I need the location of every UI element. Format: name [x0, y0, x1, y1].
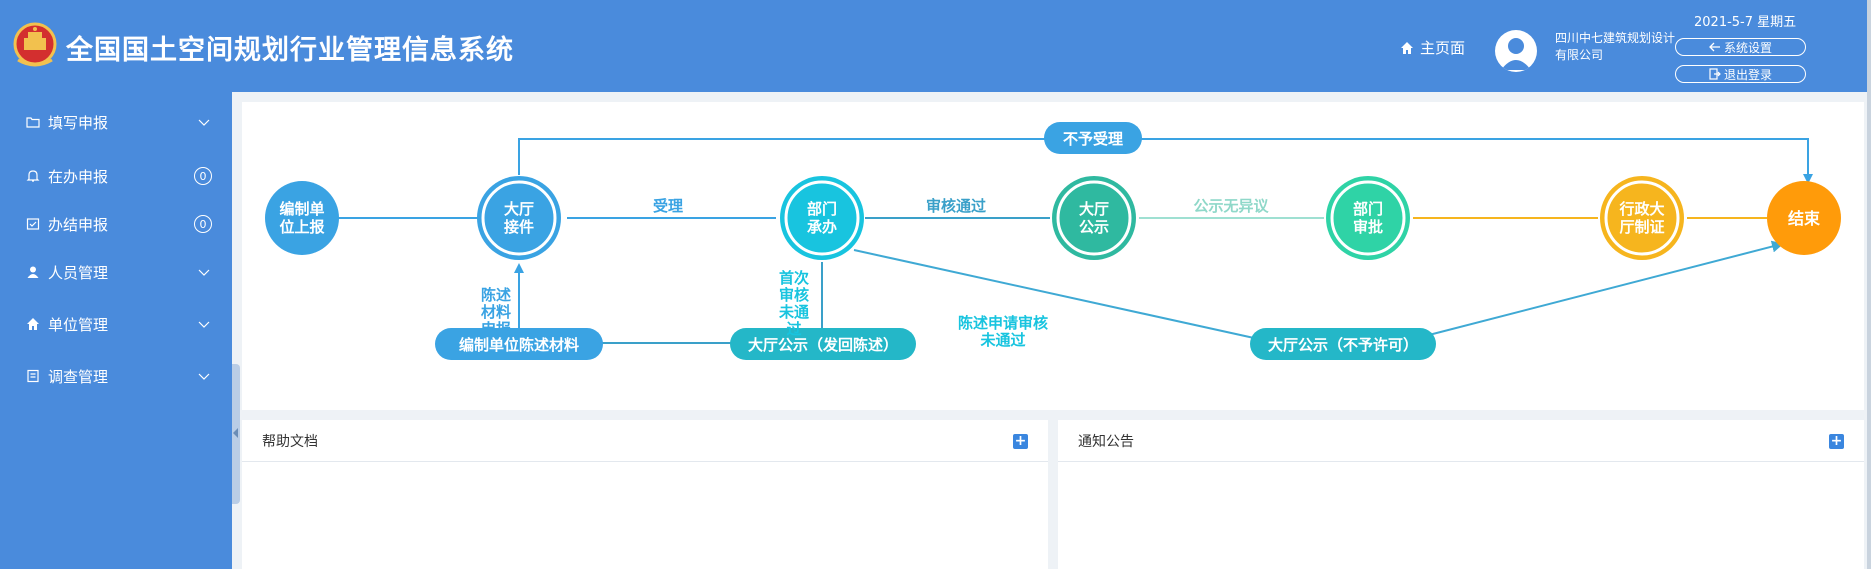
- home-icon: [1401, 41, 1413, 54]
- svg-text:大厅公示（不予许可）: 大厅公示（不予许可）: [1268, 336, 1418, 354]
- logout-icon: [1709, 68, 1721, 80]
- label-first-review-fail: 首次 审核 未通 过: [778, 269, 809, 338]
- svg-text:大厅公示（发回陈述）: 大厅公示（发回陈述）: [748, 336, 898, 354]
- svg-text:厅制证: 厅制证: [1619, 218, 1664, 236]
- node-hall-public[interactable]: 大厅 公示: [1052, 176, 1136, 260]
- node-compile-report[interactable]: 编制单 位上报: [265, 181, 339, 255]
- svg-text:部门: 部门: [807, 200, 837, 218]
- person-icon: [26, 265, 40, 279]
- logout-button[interactable]: 退出登录: [1675, 65, 1806, 83]
- pill-public-deny[interactable]: 大厅公示（不予许可）: [1250, 328, 1436, 360]
- svg-text:部门: 部门: [1353, 200, 1383, 218]
- svg-text:不予受理: 不予受理: [1063, 130, 1123, 148]
- company-name: 四川中七建筑规划设计有限公司: [1555, 31, 1676, 62]
- user-avatar[interactable]: [1495, 30, 1537, 72]
- help-docs-title: 帮助文档: [262, 433, 318, 450]
- home-icon: [26, 317, 40, 331]
- bell-icon: [26, 169, 40, 183]
- pill-public-return[interactable]: 大厅公示（发回陈述）: [730, 328, 916, 360]
- user-avatar-icon: [1501, 38, 1531, 70]
- chevron-down-icon: [198, 321, 210, 328]
- svg-text:过: 过: [786, 320, 801, 338]
- clipboard-icon: [26, 369, 40, 383]
- settings-arrow-icon: [1709, 42, 1720, 52]
- svg-text:大厅: 大厅: [1079, 200, 1109, 218]
- node-dept-handle[interactable]: 部门 承办: [780, 176, 864, 260]
- label-accept: 受理: [653, 197, 683, 215]
- node-hall-receive[interactable]: 大厅 接件: [477, 176, 561, 260]
- sidebar-collapse-handle[interactable]: [232, 364, 240, 504]
- label-no-objection: 公示无异议: [1193, 197, 1269, 215]
- svg-text:行政大: 行政大: [1618, 200, 1664, 218]
- node-dept-approve[interactable]: 部门 审批: [1326, 176, 1410, 260]
- sidebar: 填写申报 在办申报 0 办结申报 0 人员管理 单位管理 调查管理: [0, 92, 232, 569]
- svg-text:大厅: 大厅: [504, 200, 534, 218]
- label-statement-submit: 陈述 材料 申报: [481, 286, 511, 338]
- svg-text:公示: 公示: [1079, 218, 1109, 236]
- svg-text:承办: 承办: [807, 218, 837, 236]
- chevron-down-icon: [198, 269, 210, 276]
- svg-text:陈述: 陈述: [481, 286, 511, 304]
- svg-text:材料: 材料: [481, 303, 511, 321]
- svg-text:未通过: 未通过: [979, 331, 1025, 349]
- svg-text:编制单: 编制单: [279, 200, 324, 218]
- svg-text:接件: 接件: [504, 218, 534, 236]
- help-docs-expand-icon[interactable]: +: [1013, 433, 1028, 449]
- in-progress-count-badge: 0: [194, 167, 212, 185]
- sidebar-item-completed[interactable]: 办结申报 0: [0, 202, 232, 246]
- chevron-down-icon: [198, 119, 210, 126]
- system-title: 全国国土空间规划行业管理信息系统: [66, 35, 514, 66]
- national-emblem-icon: [12, 22, 58, 70]
- pill-compile-material[interactable]: 编制单位陈述材料: [435, 328, 603, 360]
- help-docs-header: 帮助文档 +: [242, 420, 1048, 462]
- help-docs-panel: 帮助文档 +: [242, 420, 1048, 569]
- notice-expand-icon[interactable]: +: [1829, 433, 1844, 449]
- home-link[interactable]: 主页面: [1400, 37, 1465, 58]
- label-statement-review-fail: 陈述申请审核 未通过: [958, 314, 1048, 349]
- node-end[interactable]: 结束: [1767, 181, 1841, 255]
- edge-reject-loop: [518, 138, 1813, 184]
- svg-text:未通: 未通: [778, 303, 809, 321]
- chevron-down-icon: [198, 373, 210, 380]
- process-flow-diagram: 编制单 位上报 大厅 接件 部门 承办 大厅 公示: [265, 122, 1841, 360]
- edge-handle-to-deny: [853, 249, 1255, 339]
- label-review-pass: 审核通过: [926, 197, 986, 215]
- process-flow-panel: 编制单 位上报 大厅 接件 部门 承办 大厅 公示: [242, 102, 1864, 410]
- sidebar-item-fill-report[interactable]: 填写申报: [0, 100, 232, 144]
- svg-text:位上报: 位上报: [279, 218, 324, 236]
- completed-count-badge: 0: [194, 215, 212, 233]
- svg-text:结束: 结束: [1787, 209, 1821, 228]
- svg-text:首次: 首次: [779, 269, 809, 287]
- sidebar-item-organization[interactable]: 单位管理: [0, 302, 232, 346]
- top-header: 全国国土空间规划行业管理信息系统 主页面 四川中七建筑规划设计有限公司 2021…: [0, 0, 1871, 92]
- notice-title: 通知公告: [1078, 433, 1134, 450]
- notice-panel: 通知公告 +: [1058, 420, 1864, 569]
- date-display: 2021-5-7 星期五: [1694, 15, 1797, 30]
- node-admin-certificate[interactable]: 行政大 厅制证: [1600, 176, 1684, 260]
- notice-header: 通知公告 +: [1058, 420, 1864, 462]
- svg-text:陈述申请审核: 陈述申请审核: [958, 314, 1048, 332]
- pill-reject[interactable]: 不予受理: [1044, 122, 1142, 154]
- svg-text:申报: 申报: [481, 320, 511, 338]
- svg-text:编制单位陈述材料: 编制单位陈述材料: [459, 336, 579, 354]
- check-box-icon: [26, 217, 40, 231]
- page-scrollbar[interactable]: [1867, 0, 1871, 569]
- sidebar-item-survey[interactable]: 调查管理: [0, 354, 232, 398]
- sidebar-item-in-progress[interactable]: 在办申报 0: [0, 154, 232, 198]
- sidebar-item-personnel[interactable]: 人员管理: [0, 250, 232, 294]
- svg-text:审核: 审核: [779, 286, 809, 304]
- svg-text:审批: 审批: [1353, 218, 1383, 236]
- home-label: 主页面: [1420, 39, 1466, 57]
- system-settings-button[interactable]: 系统设置: [1675, 38, 1806, 56]
- edge-deny-to-end: [1424, 240, 1784, 337]
- folder-icon: [26, 115, 40, 129]
